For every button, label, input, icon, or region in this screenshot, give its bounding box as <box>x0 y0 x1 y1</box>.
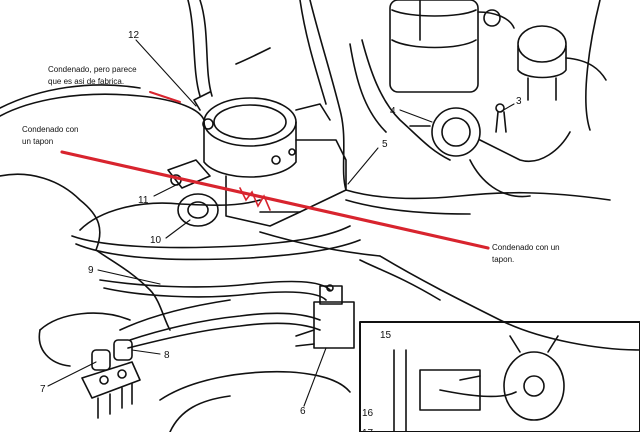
annotation-top: Condenado, pero parece que es asi de fab… <box>48 64 137 88</box>
red-markup <box>60 91 490 250</box>
solenoid-bracket-drawing <box>81 339 141 419</box>
annotation-top-line1: Condenado, pero parece <box>48 65 137 74</box>
callout-8: 8 <box>164 350 170 361</box>
callout-5: 5 <box>382 139 388 150</box>
annotation-right-line1: Condenado con un <box>492 243 560 252</box>
callout-leaders <box>47 39 515 407</box>
callout-10: 10 <box>150 235 162 246</box>
vacuum-valve-drawing <box>495 25 607 133</box>
annotation-left-line1: Condenado con <box>22 125 79 134</box>
egr-valve-drawing <box>409 107 571 198</box>
engine-outline <box>38 0 601 432</box>
plug-mark-carb <box>239 187 271 211</box>
vacuum-switch-drawing <box>295 284 355 349</box>
callout-4: 4 <box>390 106 396 117</box>
hose-routing <box>0 0 640 351</box>
callout-7: 7 <box>40 384 46 395</box>
callout-15: 15 <box>380 330 392 341</box>
annotation-left-line2: un tapon <box>22 137 54 146</box>
annotation-right-line2: tapon. <box>492 255 515 264</box>
callout-9: 9 <box>88 265 94 276</box>
inset-detail <box>359 321 640 432</box>
callout-6: 6 <box>300 406 306 417</box>
callout-12: 12 <box>128 30 140 41</box>
component-10-11-drawing <box>167 159 219 227</box>
plug-strike-line <box>60 150 490 250</box>
carburetor-drawing <box>193 91 347 227</box>
callout-11: 11 <box>138 195 149 206</box>
callout-numbers: 12 11 10 9 8 7 6 5 4 3 15 16 17 <box>40 30 522 432</box>
callout-17: 17 <box>362 428 374 432</box>
annotation-top-line2: que es asi de fabrica. <box>48 77 125 86</box>
plug-mark-top <box>149 91 181 103</box>
annotation-left: Condenado con un tapon <box>22 124 79 148</box>
callout-16: 16 <box>362 408 374 419</box>
annotation-right: Condenado con un tapon. <box>492 242 560 266</box>
callout-3: 3 <box>516 96 522 107</box>
canister-drawing <box>389 0 515 93</box>
